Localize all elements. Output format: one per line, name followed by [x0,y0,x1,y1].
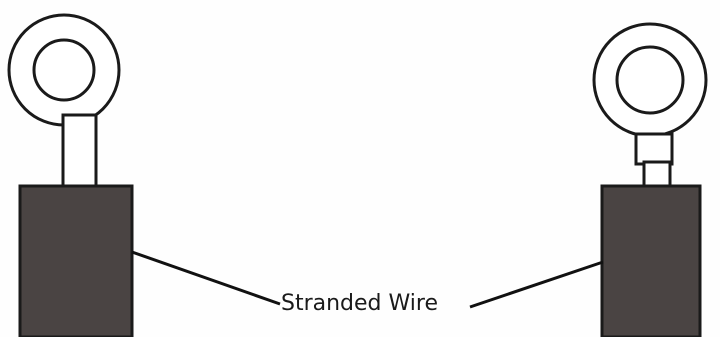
stranded-wire-label: Stranded Wire [281,291,438,316]
right-ring-terminal [592,22,708,337]
left-ring-terminal [7,13,134,337]
right-ring-inner [615,45,685,115]
right-wire-insulation [600,184,702,337]
right-leader-line [469,260,604,309]
left-ring-inner [32,38,96,102]
right-terminal-barrel [642,160,672,190]
right-terminal-neck [634,132,674,166]
left-terminal-barrel [61,113,98,189]
left-leader-line [131,250,281,306]
left-wire-insulation [18,184,134,337]
